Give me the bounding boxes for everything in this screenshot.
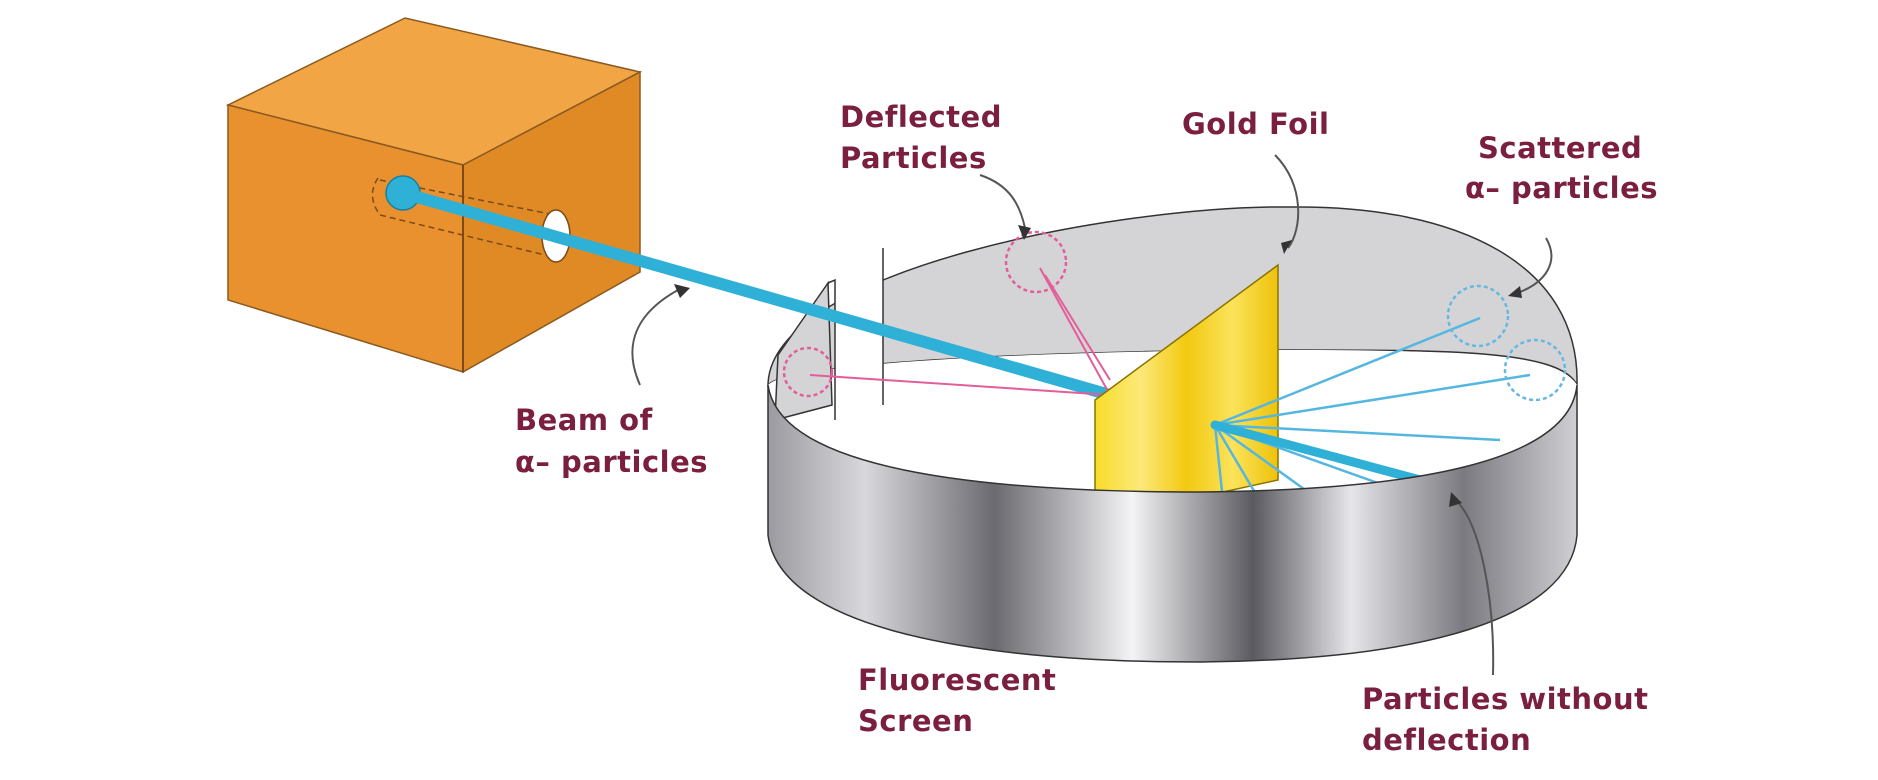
label-deflected-line2: Particles (840, 141, 987, 175)
label-beam-of-alpha: Beam of α– particles (515, 403, 708, 479)
leader-lines (631, 154, 1553, 676)
label-undeflected-line2: deflection (1362, 723, 1531, 757)
label-scattered-particles: Scattered α– particles (1465, 131, 1658, 205)
label-deflected-particles: Deflected Particles (840, 100, 1002, 175)
leader-deflected (979, 174, 1026, 229)
scattered-burst (1446, 284, 1567, 402)
deflected-tracks (809, 267, 1111, 396)
leader-scattered (1519, 237, 1553, 293)
screen-front-band (767, 384, 1578, 663)
source-channel (371, 177, 556, 256)
alpha-beam (397, 187, 1116, 401)
label-fluorescent-line2: Screen (858, 704, 973, 738)
leader-undeflected (1454, 499, 1495, 676)
label-beam-line2: α– particles (515, 445, 708, 479)
label-undeflected-line1: Particles without (1362, 682, 1648, 716)
label-scattered-line1: Scattered (1478, 131, 1642, 165)
leader-beam (631, 289, 679, 386)
alpha-source-box (225, 17, 643, 374)
label-fluorescent-line1: Fluorescent (858, 663, 1056, 697)
label-particles-without-deflection: Particles without deflection (1362, 682, 1648, 757)
label-fluorescent-screen: Fluorescent Screen (858, 663, 1056, 738)
label-deflected-line1: Deflected (840, 100, 1002, 134)
label-scattered-line2: α– particles (1465, 171, 1658, 205)
leader-gold-foil (1274, 154, 1300, 249)
label-beam-line1: Beam of (515, 403, 653, 437)
label-gold-foil: Gold Foil (1182, 107, 1329, 141)
deflected-burst (782, 230, 1068, 398)
label-gold-foil-line1: Gold Foil (1182, 107, 1329, 141)
